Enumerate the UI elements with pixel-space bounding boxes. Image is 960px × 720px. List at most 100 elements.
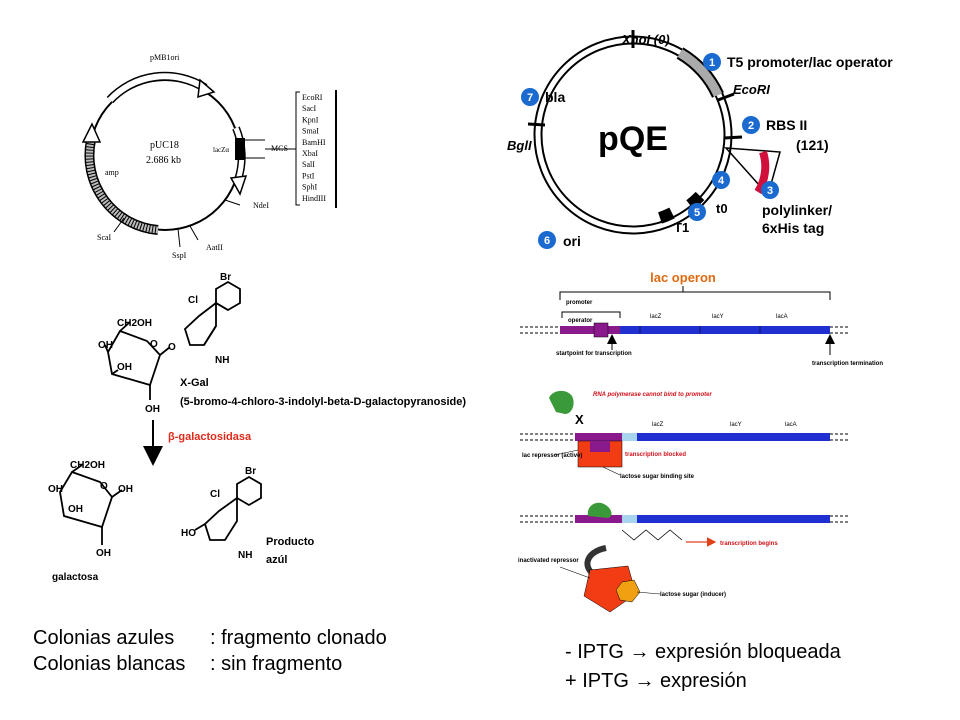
- legend-white-colonies: Colonias blancas: [33, 653, 185, 675]
- amp-arrow: [85, 139, 159, 234]
- inactivated-label: inactivated repressor: [518, 558, 579, 564]
- mcs-site-sali: SalI: [302, 160, 315, 169]
- mcs-site-sphi: SphI: [302, 183, 317, 192]
- xgal-fullname: (5-bromo-4-chloro-3-indolyl-beta-D-galac…: [180, 396, 466, 408]
- pqe-marker-number: 4: [718, 175, 725, 187]
- lactose-inducer: [615, 579, 641, 603]
- pqe-marker-number: 1: [709, 57, 715, 69]
- legend-blue-meaning: : fragmento clonado: [210, 627, 387, 649]
- pqe-marker-number: 5: [694, 207, 700, 219]
- azul-label: azúl: [266, 554, 287, 566]
- plasmid-size: 2.686 kb: [146, 155, 181, 166]
- mcs-site-smai: SmaI: [302, 127, 319, 136]
- gene-laca-1: lacA: [776, 314, 788, 320]
- dna-row-3: transcription begins inactivated repress…: [518, 502, 850, 613]
- blocked-label: transcription blocked: [625, 452, 686, 458]
- termination-label: transcription termination: [812, 361, 883, 367]
- ch2oh-label-1: CH2OH: [117, 318, 152, 329]
- mcs-bracket: [295, 91, 300, 206]
- pqe-marker-1: [703, 53, 721, 71]
- lacz-label: lacZα: [213, 146, 229, 154]
- bgli-label: BglI: [507, 138, 532, 153]
- plasmid-name: pUC18: [150, 140, 179, 151]
- oh-label-2b: OH: [48, 484, 63, 495]
- xgal-structures: [59, 280, 262, 545]
- lacz-arrowhead: [229, 175, 248, 196]
- pqe-label-3b: 6xHis tag: [762, 220, 824, 236]
- pqe-label-6: ori: [563, 233, 581, 249]
- xhoi-label: XhoI (0): [621, 32, 670, 47]
- promoter-segment: [560, 326, 620, 334]
- mcs-site-list: EcoRI SacI KpnI SmaI BamHI XbaI SalI PstI SphI Hi…: [302, 93, 326, 203]
- repressor-active-label: lac repressor (active): [522, 453, 582, 459]
- lac-operon-panel: lac operon promoter operator lacZ lacY l…: [518, 270, 883, 613]
- pqe-marker-7: [521, 88, 539, 106]
- site-sspi: SspI: [172, 251, 187, 260]
- mcs-site-psti: PstI: [302, 171, 315, 180]
- gene-lacz-2: lacZ: [652, 422, 664, 428]
- ring-o-label-2: O: [100, 481, 108, 492]
- mcs-site-saci: SacI: [302, 104, 317, 113]
- iptg-plus-line: + IPTG → expresión: [565, 670, 747, 692]
- ori-arrow: [107, 73, 207, 103]
- genes-segment: [620, 326, 830, 334]
- oh-label-1a: OH: [98, 340, 113, 351]
- pqe-label-4: t0: [716, 201, 728, 216]
- ecori-label: EcoRI: [733, 82, 770, 97]
- blocked-x-mark: X: [575, 412, 584, 427]
- oh-label-1b: OH: [117, 362, 132, 373]
- pqe-label-7: bla: [545, 89, 565, 105]
- pqe-label-2: RBS II: [766, 117, 807, 133]
- lactose-site-label: lactose sugar binding site: [620, 474, 695, 480]
- cl-label-1: Cl: [188, 295, 198, 306]
- ori-arrowhead: [197, 78, 216, 99]
- pqe-marker-6: [538, 231, 556, 249]
- pqe-label-5: T1: [674, 220, 689, 235]
- ho-label: HO: [181, 528, 196, 539]
- cl-label-2: Cl: [210, 489, 220, 500]
- dna-row-2: X RNA polymerase cannot bind to promoter…: [520, 390, 850, 480]
- mcs-site-bamhi: BamHI: [302, 138, 326, 147]
- operator-box: [593, 322, 609, 338]
- rna-polymerase-bound-icon: [587, 502, 612, 518]
- operon-bracket: [559, 291, 831, 300]
- oh-label-1c: OH: [145, 404, 160, 415]
- oh-label-2d: OH: [96, 548, 111, 559]
- mcs-block: [235, 138, 245, 160]
- mcs-site-ecori: EcoRI: [302, 93, 323, 102]
- nh-label-2: NH: [238, 550, 252, 561]
- mrna-transcript: [621, 529, 683, 541]
- br-label-2: Br: [245, 466, 256, 477]
- mcs-label: MCS: [271, 144, 288, 153]
- pqe-marker-number: 2: [748, 120, 754, 132]
- pqe-marker-number: 3: [767, 185, 773, 197]
- amp-arrowhead: [81, 122, 102, 143]
- glycosidic-o-label: O: [168, 342, 176, 353]
- oh-label-2c: OH: [68, 504, 83, 515]
- mcs-site-hindiii: HindIII: [302, 194, 326, 203]
- promoter-label: promoter: [566, 300, 593, 306]
- pos-121-label: (121): [796, 137, 829, 153]
- promoter-bracket: [561, 311, 621, 318]
- puc18-map: pMB1ori pUC18 2.686 kb amp lacZα MCS Eco…: [81, 53, 337, 260]
- rna-polymerase-icon: [549, 390, 574, 414]
- site-ndei: NdeI: [253, 201, 269, 210]
- pqe-marker-number: 6: [544, 235, 550, 247]
- operator-label: operator: [568, 318, 593, 324]
- begins-label: transcription begins: [720, 541, 778, 547]
- mcs-site-xbai: XbaI: [302, 149, 318, 158]
- producto-label: Producto: [266, 536, 315, 548]
- pqe-label-3: polylinker/: [762, 202, 832, 218]
- legend-blue-colonies: Colonias azules: [33, 627, 174, 649]
- indole-ring-2: [203, 496, 238, 541]
- t5-promoter-region: [677, 49, 723, 97]
- gene-lacy-1: lacY: [712, 314, 724, 320]
- inducer-label: lactose sugar (inducer): [660, 592, 726, 598]
- gene-lacy-2: lacY: [730, 422, 742, 428]
- mcs-site-kpni: KpnI: [302, 115, 319, 124]
- galactosa-label: galactosa: [52, 572, 99, 583]
- amp-label: amp: [105, 168, 119, 177]
- pqe-label-1: T5 promoter/lac operator: [727, 54, 893, 70]
